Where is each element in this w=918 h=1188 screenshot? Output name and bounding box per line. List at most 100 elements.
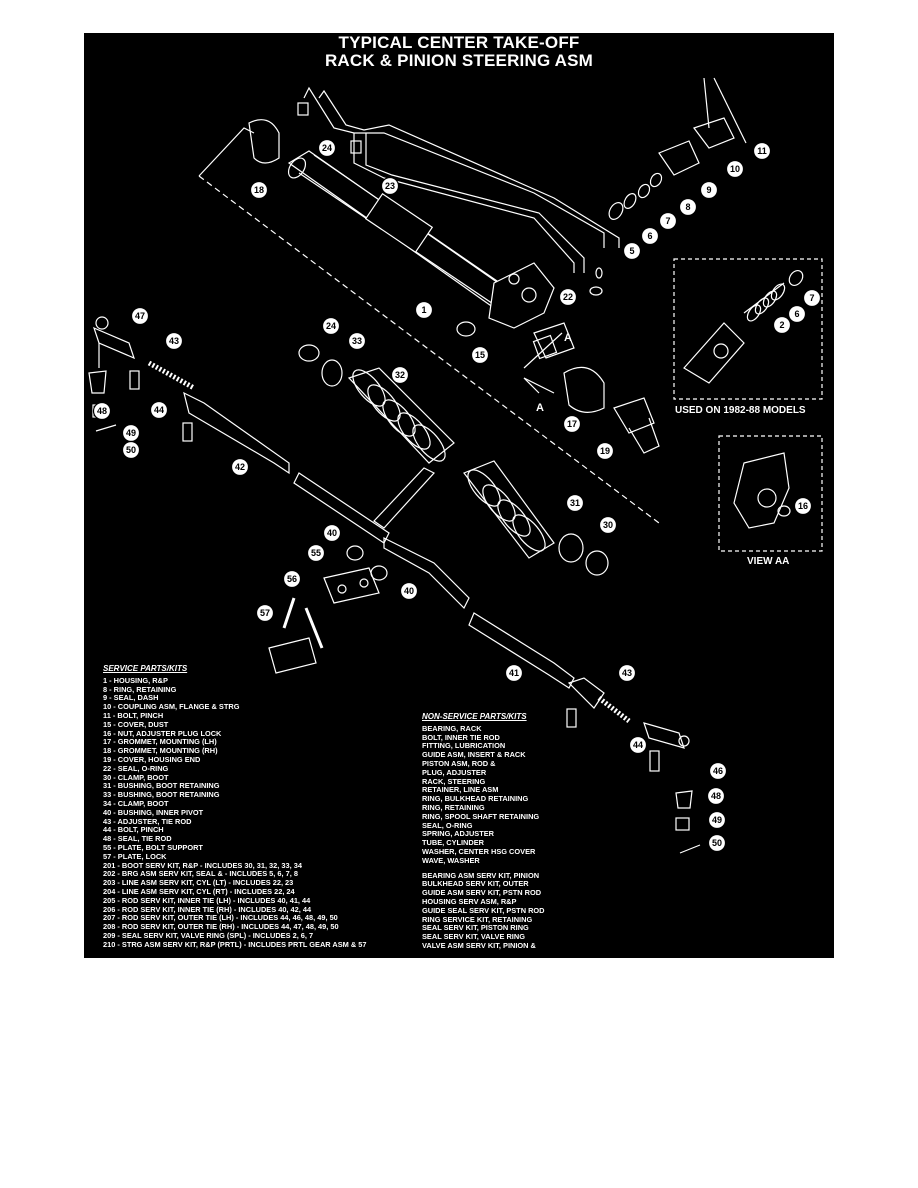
tie-rod-seal-rh — [675, 790, 693, 809]
parts-list-item: BEARING, RACK — [422, 723, 482, 733]
callout-bubble — [249, 180, 269, 200]
callout-bubble — [772, 315, 792, 335]
inner-tie-rod-lh — [383, 537, 470, 610]
parts-list-item: RING, SPOOL SHAFT RETAINING — [422, 811, 540, 821]
callout-number: 7 — [665, 216, 670, 226]
callout-bubble — [793, 496, 813, 516]
parts-list-item: 209 - SEAL SERV KIT, VALVE RING (SPL) - … — [103, 930, 314, 940]
cotter-pin-rh — [679, 844, 701, 854]
parts-list-item: WASHER, CENTER HSG COVER — [422, 846, 536, 856]
callout-bubble — [562, 414, 582, 434]
inset-upper-art — [683, 269, 804, 384]
callout-number: 17 — [567, 419, 577, 429]
parts-list-item: 201 - BOOT SERV KIT, R&P - INCLUDES 30, … — [103, 860, 302, 870]
flange-coupling — [693, 117, 735, 149]
callout-number: 41 — [509, 668, 519, 678]
inner-tie-rod-lh-41 — [468, 612, 575, 689]
callout-number: 42 — [235, 462, 245, 472]
callout-bubble — [230, 457, 250, 477]
parts-list-item: 15 - COVER, DUST — [103, 719, 169, 729]
parts-list-item: RACK, STEERING — [422, 776, 486, 786]
exploded-view-illustration: A A 241823111098765122151719474324333248… — [88, 77, 823, 854]
parts-list-item: RING, RETAINING — [422, 802, 485, 812]
callout-bubble — [390, 365, 410, 385]
parts-list-item: 40 - BUSHING, INNER PIVOT — [103, 807, 204, 817]
callout-bubble — [558, 287, 578, 307]
boot-convolutions — [352, 369, 546, 552]
parts-list-item: 48 - SEAL, TIE ROD — [103, 834, 172, 844]
callout-number: 24 — [322, 143, 332, 153]
parts-list-item: RETAINER, LINE ASM — [422, 785, 499, 795]
inner-tie-rod-rh — [183, 391, 290, 475]
callout-bubble — [317, 138, 337, 158]
support-bolts — [282, 597, 324, 649]
callout-number: 16 — [798, 501, 808, 511]
seal-7 — [637, 183, 651, 199]
inner-pivot-bushing — [346, 545, 364, 561]
callout-number: 43 — [622, 668, 632, 678]
boot-bushing-33 — [321, 359, 343, 387]
parts-list-item: SEAL, O-RING — [422, 820, 473, 830]
callout-number: 40 — [404, 586, 414, 596]
callout-number: 44 — [633, 740, 643, 750]
callout-number: 23 — [385, 181, 395, 191]
callout-number: 7 — [809, 293, 814, 303]
callout-number: 32 — [395, 370, 405, 380]
callout-bubble — [595, 441, 615, 461]
tie-rod-nut-rh — [675, 817, 690, 831]
callout-bubble — [640, 226, 660, 246]
parts-list-item: SPRING, ADJUSTER — [422, 829, 495, 839]
parts-list-item: 33 - BUSHING, BOOT RETAINING — [103, 790, 220, 800]
callout-number: 19 — [600, 446, 610, 456]
callout-number: 6 — [794, 309, 799, 319]
parts-list-item: 210 - STRG ASM SERV KIT, R&P (PRTL) - IN… — [103, 939, 367, 949]
callout-bubble — [255, 603, 275, 623]
callout-bubble — [678, 197, 698, 217]
grommet-rh — [248, 119, 280, 164]
callout-bubble — [708, 761, 728, 781]
diagram-plate: TYPICAL CENTER TAKE-OFF RACK & PINION ST… — [84, 33, 834, 958]
callout-bubble — [121, 440, 141, 460]
parts-list-item: 9 - SEAL, DASH — [103, 693, 159, 703]
housing-end-cover — [613, 397, 660, 454]
parts-list-item: 204 - LINE ASM SERV KIT, CYL (RT) - INCL… — [103, 886, 295, 896]
callout-bubble — [347, 331, 367, 351]
parts-list-item: 18 - GROMMET, MOUNTING (RH) — [103, 746, 218, 756]
callout-number: 10 — [730, 164, 740, 174]
parts-list-item: 19 - COVER, HOUSING END — [103, 754, 201, 764]
callout-number: 1 — [421, 305, 426, 315]
callout-number: 33 — [352, 336, 362, 346]
parts-list-item: WAVE, WASHER — [422, 855, 480, 865]
line-fitting — [350, 140, 362, 154]
callout-number: 24 — [326, 321, 336, 331]
adjuster-thread — [147, 360, 196, 391]
callout-number: 50 — [126, 445, 136, 455]
callout-bubble — [470, 345, 490, 365]
parts-list-item: BOLT, INNER TIE ROD — [422, 732, 500, 742]
callout-number: 47 — [135, 311, 145, 321]
callout-number: 44 — [154, 405, 164, 415]
callout-bubble — [130, 306, 150, 326]
pinch-bolt-44b — [182, 422, 193, 442]
line-fitting — [297, 102, 309, 116]
inner-tie-rod-link — [373, 467, 435, 529]
callout-bubble — [617, 663, 637, 683]
tie-rod-seal — [88, 370, 107, 394]
axis-bracket — [198, 127, 255, 177]
parts-list-item: 22 - SEAL, O-RING — [103, 763, 169, 773]
callout-number: 43 — [169, 336, 179, 346]
o-ring — [589, 286, 603, 296]
callout-number: 48 — [711, 791, 721, 801]
parts-list-item: SEAL SERV KIT, PISTON RING — [422, 923, 529, 933]
non-service-parts-heading: NON-SERVICE PARTS/KITS — [422, 712, 527, 721]
parts-list-item: 205 - ROD SERV KIT, INNER TIE (LH) - INC… — [103, 895, 311, 905]
callout-number: 22 — [563, 292, 573, 302]
dash-seal — [658, 140, 700, 176]
parts-list-item: 203 - LINE ASM SERV KIT, CYL (LT) - INCL… — [103, 878, 294, 888]
diagram-title-line-2: RACK & PINION STEERING ASM — [324, 51, 594, 70]
parts-list-item: GUIDE SEAL SERV KIT, PSTN ROD — [422, 905, 545, 915]
outer-tie-rod-rh-46 — [567, 677, 690, 749]
boot-clamp-30 — [585, 550, 609, 576]
callout-number: 56 — [287, 574, 297, 584]
